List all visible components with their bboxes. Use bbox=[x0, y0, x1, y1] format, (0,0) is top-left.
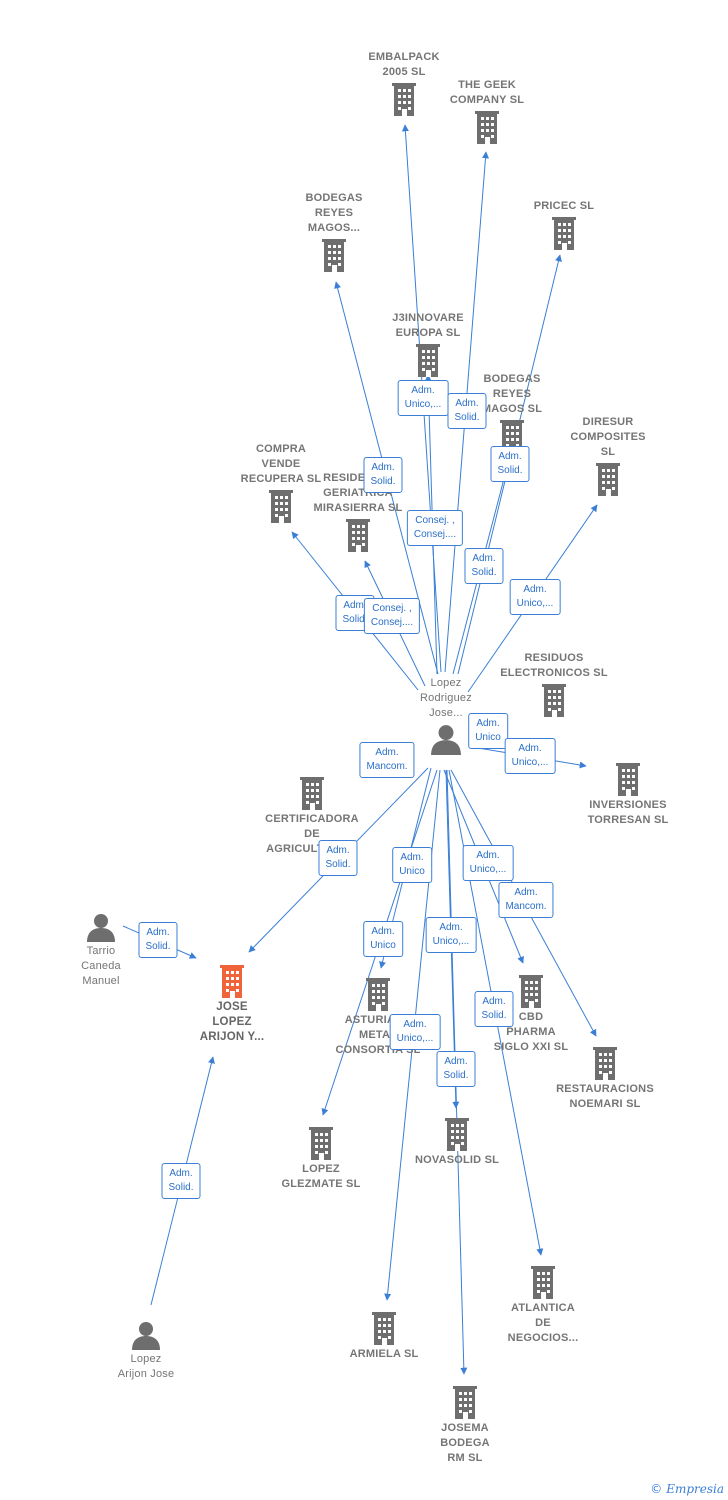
node-center-person[interactable]: Lopez Rodriguez Jose... bbox=[391, 676, 501, 757]
role-badge[interactable]: Adm. Unico,... bbox=[504, 738, 556, 774]
building-icon bbox=[542, 684, 566, 717]
node-label: INVERSIONES TORRESAN SL bbox=[587, 799, 669, 826]
node-diresur[interactable]: DIRESUR COMPOSITES SL bbox=[553, 415, 663, 498]
node-lopez-glezmate[interactable]: LOPEZ GLEZMATE SL bbox=[266, 1124, 376, 1192]
node-josema[interactable]: JOSEMA BODEGA RM SL bbox=[410, 1383, 520, 1466]
node-embalpack[interactable]: EMBALPACK 2005 SL bbox=[349, 50, 459, 118]
role-badge[interactable]: Adm. Unico bbox=[392, 847, 432, 883]
node-jose-lopez-arijon[interactable]: JOSE LOPEZ ARIJON Y... bbox=[177, 962, 287, 1045]
node-label: ATLANTICA DE NEGOCIOS... bbox=[507, 1302, 579, 1344]
role-badge[interactable]: Consej. , Consej.... bbox=[363, 598, 421, 634]
role-badge[interactable]: Adm. Unico bbox=[468, 713, 508, 749]
building-icon bbox=[445, 1118, 469, 1151]
node-label: J3INNOVARE EUROPA SL bbox=[392, 312, 464, 339]
node-label: JOSE LOPEZ ARIJON Y... bbox=[199, 1001, 265, 1043]
node-tarrio[interactable]: Tarrio Caneda Manuel bbox=[46, 910, 156, 989]
role-badge[interactable]: Adm. Mancom. bbox=[359, 742, 415, 778]
building-icon bbox=[552, 217, 576, 250]
role-badge[interactable]: Adm. Solid. bbox=[138, 922, 178, 958]
person-icon bbox=[87, 914, 115, 942]
node-label: PRICEC SL bbox=[533, 200, 595, 212]
node-label: ARMIELA SL bbox=[349, 1348, 419, 1360]
building-icon bbox=[519, 975, 543, 1008]
node-label: Lopez Arijon Jose bbox=[117, 1353, 175, 1380]
node-label: THE GEEK COMPANY SL bbox=[449, 79, 525, 106]
node-label: JOSEMA BODEGA RM SL bbox=[440, 1422, 490, 1464]
node-bodegas-reyes-magos-2[interactable]: BODEGAS REYES MAGOS SL bbox=[457, 372, 567, 455]
role-badge[interactable]: Adm. Unico bbox=[363, 921, 403, 957]
building-icon bbox=[392, 83, 416, 116]
footer-brand: ©Empresia bbox=[650, 1482, 724, 1496]
node-the-geek[interactable]: THE GEEK COMPANY SL bbox=[432, 78, 542, 146]
center-label: Lopez Rodriguez Jose... bbox=[420, 677, 472, 719]
brand-logo: Empresia bbox=[666, 1482, 724, 1496]
building-main-icon bbox=[220, 965, 244, 998]
role-badge[interactable]: Adm. Unico,... bbox=[509, 579, 561, 615]
building-icon bbox=[269, 490, 293, 523]
role-badge[interactable]: Adm. Solid. bbox=[447, 393, 487, 429]
node-pricec[interactable]: PRICEC SL bbox=[509, 199, 619, 252]
role-badge[interactable]: Adm. Solid. bbox=[474, 991, 514, 1027]
building-icon bbox=[616, 763, 640, 796]
role-badge[interactable]: Adm. Solid. bbox=[464, 548, 504, 584]
role-badge[interactable]: Consej. , Consej.... bbox=[406, 510, 464, 546]
building-icon bbox=[346, 519, 370, 552]
building-icon bbox=[372, 1312, 396, 1345]
building-icon bbox=[453, 1386, 477, 1419]
role-badge[interactable]: Adm. Unico,... bbox=[389, 1014, 441, 1050]
building-icon bbox=[416, 344, 440, 377]
node-novasolid[interactable]: NOVASOLID SL bbox=[402, 1115, 512, 1168]
node-cbd-pharma[interactable]: CBD PHARMA SIGLO XXI SL bbox=[476, 972, 586, 1055]
node-lopez-arijon-jose[interactable]: Lopez Arijon Jose bbox=[91, 1318, 201, 1382]
role-badge[interactable]: Adm. Unico,... bbox=[397, 380, 449, 416]
role-badge[interactable]: Adm. Solid. bbox=[363, 457, 403, 493]
building-icon bbox=[531, 1266, 555, 1299]
node-bodegas-reyes-magos-1[interactable]: BODEGAS REYES MAGOS... bbox=[279, 191, 389, 274]
person-icon bbox=[132, 1322, 160, 1350]
node-label: EMBALPACK 2005 SL bbox=[368, 51, 440, 78]
node-label: LOPEZ GLEZMATE SL bbox=[281, 1163, 361, 1190]
role-badge[interactable]: Adm. Solid. bbox=[490, 446, 530, 482]
node-inversiones[interactable]: INVERSIONES TORRESAN SL bbox=[573, 760, 683, 828]
node-label: RESTAURACIONS NOEMARI SL bbox=[556, 1083, 654, 1110]
role-badge[interactable]: Adm. Unico,... bbox=[462, 845, 514, 881]
node-restauracions[interactable]: RESTAURACIONS NOEMARI SL bbox=[550, 1044, 660, 1112]
building-icon bbox=[475, 111, 499, 144]
node-label: CBD PHARMA SIGLO XXI SL bbox=[493, 1011, 569, 1053]
building-icon bbox=[300, 777, 324, 810]
person-icon bbox=[431, 725, 461, 755]
node-label: NOVASOLID SL bbox=[414, 1154, 500, 1166]
node-residuos[interactable]: RESIDUOS ELECTRONICOS SL bbox=[499, 651, 609, 719]
node-label: RESIDUOS ELECTRONICOS SL bbox=[500, 652, 608, 679]
node-label: BODEGAS REYES MAGOS... bbox=[305, 192, 363, 234]
node-armiela[interactable]: ARMIELA SL bbox=[329, 1309, 439, 1362]
building-icon bbox=[309, 1127, 333, 1160]
building-icon bbox=[593, 1047, 617, 1080]
role-badge[interactable]: Adm. Unico,... bbox=[425, 917, 477, 953]
node-label: Tarrio Caneda Manuel bbox=[81, 945, 121, 987]
role-badge[interactable]: Adm. Solid. bbox=[161, 1163, 201, 1199]
node-label: COMPRA VENDE RECUPERA SL bbox=[240, 443, 322, 485]
node-atlantica[interactable]: ATLANTICA DE NEGOCIOS... bbox=[488, 1263, 598, 1346]
node-j3innovare[interactable]: J3INNOVARE EUROPA SL bbox=[373, 311, 483, 379]
building-icon bbox=[322, 239, 346, 272]
building-icon bbox=[596, 463, 620, 496]
node-label: BODEGAS REYES MAGOS SL bbox=[481, 373, 543, 415]
node-compra-vende[interactable]: COMPRA VENDE RECUPERA SL bbox=[226, 442, 336, 525]
node-label: DIRESUR COMPOSITES SL bbox=[570, 416, 646, 458]
role-badge[interactable]: Adm. Mancom. bbox=[498, 882, 554, 918]
role-badge[interactable]: Adm. Solid. bbox=[318, 840, 358, 876]
role-badge[interactable]: Adm. Solid. bbox=[436, 1051, 476, 1087]
building-icon bbox=[366, 978, 390, 1011]
copyright-icon: © bbox=[650, 1482, 663, 1496]
